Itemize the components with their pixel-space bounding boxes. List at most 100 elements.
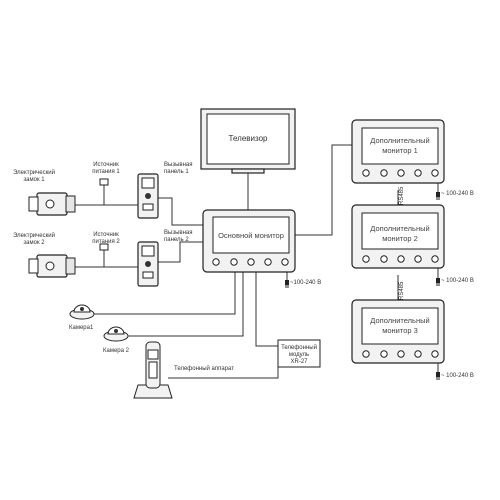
extra-monitor-1-button bbox=[397, 169, 405, 177]
extra-monitor-1-screen bbox=[361, 127, 439, 165]
wire-camera2-main bbox=[126, 272, 244, 337]
call-panel-2-button bbox=[142, 271, 154, 279]
camera-2-label: Камера 2 bbox=[103, 348, 130, 354]
phone-module-box bbox=[277, 339, 321, 368]
extra-monitor-3-button bbox=[414, 350, 422, 358]
electric-lock-2: Электрический замок 2 bbox=[13, 232, 76, 278]
connection-label-2: RS485 bbox=[399, 281, 405, 300]
power-source-1-label-line1: Источник bbox=[93, 162, 119, 168]
extra-monitor-1: Дополнительный монитор 1 ~ 100-240 В bbox=[351, 119, 474, 197]
call-panel-2-speaker bbox=[141, 245, 155, 257]
extra-monitor-2: Дополнительный монитор 2 ~ 100-240 В bbox=[351, 204, 474, 284]
telephone-display bbox=[147, 349, 159, 360]
call-panel-1-label-line2: панель 1 bbox=[164, 169, 189, 175]
lock-1-label-line1: Электрический bbox=[13, 169, 55, 176]
call-panel-2: Вызывная панель 2 bbox=[137, 230, 192, 287]
camera-1: Камера1 bbox=[69, 304, 95, 331]
connection-label-1: RS485 bbox=[399, 186, 405, 205]
call-panel-2-label-line1: Вызывная bbox=[164, 230, 192, 236]
extra-monitor-3-button bbox=[380, 350, 388, 358]
extra-monitor-3-button bbox=[431, 350, 439, 358]
extra-monitor-2-label-line1: Дополнительный bbox=[370, 224, 429, 233]
wire-phone-module bbox=[168, 367, 279, 379]
extra-monitor-3-button bbox=[362, 350, 370, 358]
lock-2-label-line2: замок 2 bbox=[23, 240, 45, 246]
extra-monitor-2-button bbox=[414, 255, 422, 263]
main-monitor-power-label: ~100-240 В bbox=[290, 280, 321, 286]
power-source-1-label-line2: питания 1 bbox=[92, 169, 120, 175]
wire-panel1-main bbox=[158, 197, 205, 226]
tv-stand bbox=[231, 168, 265, 174]
lock-2-plate bbox=[28, 258, 39, 274]
call-panel-1-speaker bbox=[141, 177, 155, 189]
lock-2-end bbox=[65, 257, 76, 275]
telephone: Телефонный аппарат bbox=[133, 341, 234, 399]
main-monitor-button bbox=[264, 258, 272, 266]
extra-monitor-3-label-line2: монитор 3 bbox=[382, 326, 418, 335]
extra-monitor-2-button bbox=[397, 255, 405, 263]
plug-icon bbox=[285, 280, 289, 288]
telephone-keypad bbox=[148, 361, 158, 379]
power-source-2-icon bbox=[99, 243, 109, 251]
extra-monitor-3-label-line1: Дополнительный bbox=[370, 316, 429, 325]
extra-monitor-3-button bbox=[397, 350, 405, 358]
extra-monitor-1-button bbox=[380, 169, 388, 177]
plug-icon bbox=[436, 372, 440, 380]
extra-monitor-1-button bbox=[431, 169, 439, 177]
main-monitor: Основной монитор ~100-240 В bbox=[202, 209, 321, 286]
main-monitor-button bbox=[212, 258, 220, 266]
extra-monitor-1-button bbox=[414, 169, 422, 177]
extra-monitor-1-label-line1: Дополнительный bbox=[370, 136, 429, 145]
lock-1-plate bbox=[28, 196, 39, 212]
power-source-2: Источник питания 2 bbox=[92, 232, 120, 251]
wire-module-main bbox=[255, 272, 278, 347]
camera-2: Камера 2 bbox=[103, 326, 130, 354]
plug-icon bbox=[436, 192, 440, 200]
main-monitor-screen bbox=[212, 216, 290, 254]
extra-monitor-2-button bbox=[362, 255, 370, 263]
call-panel-2-camera bbox=[145, 261, 151, 267]
wires bbox=[75, 144, 439, 379]
plug-icon bbox=[436, 278, 440, 286]
camera-1-lens bbox=[80, 307, 84, 311]
camera-2-lens bbox=[114, 329, 118, 333]
phone-module-label-line1: Телефонный bbox=[281, 344, 317, 351]
camera-1-label: Камера1 bbox=[69, 325, 94, 331]
power-source-1-icon bbox=[99, 178, 109, 186]
lock-2-label-line1: Электрический bbox=[13, 232, 55, 239]
extra-monitor-1-button bbox=[362, 169, 370, 177]
lock-1-label-line2: замок 1 bbox=[23, 177, 45, 183]
extra-monitor-1-power-label: ~ 100-240 В bbox=[441, 191, 474, 197]
call-panel-2-label-line2: панель 2 bbox=[164, 237, 189, 243]
extra-monitor-1-label-line2: монитор 1 bbox=[382, 146, 418, 155]
power-source-1: Источник питания 1 bbox=[92, 162, 120, 186]
lock-2-cylinder bbox=[45, 261, 55, 271]
wire-camera1-main bbox=[92, 272, 236, 315]
call-panel-1-camera bbox=[145, 193, 151, 199]
main-monitor-label: Основной монитор bbox=[218, 231, 284, 240]
power-source-2-label-line2: питания 2 bbox=[92, 239, 120, 245]
extra-monitor-2-button bbox=[380, 255, 388, 263]
main-monitor-button bbox=[230, 258, 238, 266]
extra-monitor-2-screen bbox=[361, 212, 439, 250]
phone-module-label-line3: XR-27 bbox=[290, 359, 308, 365]
wire-main-extra1 bbox=[294, 144, 352, 236]
electric-lock-1: Электрический замок 1 bbox=[13, 169, 76, 216]
telephone-label: Телефонный аппарат bbox=[174, 365, 234, 372]
extra-monitor-3-screen bbox=[361, 307, 439, 345]
tv: Телевизор bbox=[200, 108, 296, 174]
wire-panel2-main bbox=[158, 241, 205, 263]
lock-1-cylinder bbox=[45, 199, 55, 209]
phone-module-label-line2: модуль bbox=[289, 352, 309, 358]
call-panel-1: Вызывная панель 1 bbox=[137, 162, 192, 219]
call-panel-1-label-line1: Вызывная bbox=[164, 162, 192, 168]
lock-1-end bbox=[65, 195, 76, 213]
tv-label: Телевизор bbox=[229, 134, 268, 143]
call-panel-1-button bbox=[142, 203, 154, 211]
power-source-2-label-line1: Источник bbox=[93, 232, 119, 238]
main-monitor-button bbox=[281, 258, 289, 266]
extra-monitor-2-label-line2: монитор 2 bbox=[382, 234, 418, 243]
extra-monitor-2-power-label: ~ 100-240 В bbox=[441, 278, 474, 284]
tv-screen bbox=[206, 113, 290, 165]
